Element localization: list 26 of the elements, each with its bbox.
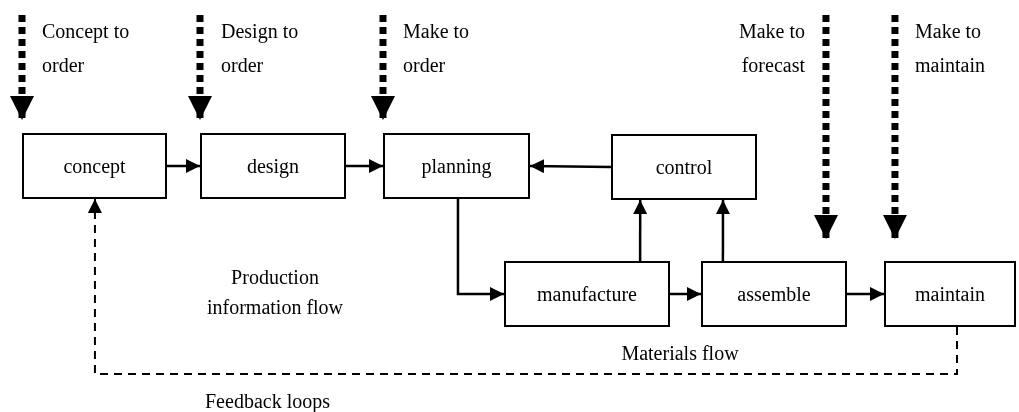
- node-label: manufacture: [537, 283, 637, 305]
- node-label: concept: [63, 155, 126, 177]
- arrow: [633, 200, 648, 261]
- edge-label: Feedback loops: [205, 389, 330, 412]
- process-box: [22, 133, 167, 199]
- note-label: Production information flow: [205, 265, 345, 320]
- arrow: [530, 159, 611, 174]
- node-label: maintain: [915, 283, 985, 305]
- node-label: assemble: [737, 283, 811, 305]
- arrow: [670, 287, 701, 301]
- process-box: [504, 261, 670, 327]
- dashed-arrow: [87, 198, 958, 375]
- note-label: Materials flow: [620, 341, 740, 366]
- arrow: [456, 199, 504, 301]
- process-box: [884, 261, 1016, 327]
- arrow: [715, 200, 730, 261]
- process-box: [200, 133, 346, 199]
- process-box: [383, 133, 530, 199]
- arrow: [167, 159, 200, 173]
- arrow: [346, 159, 383, 173]
- process-box: [701, 261, 847, 327]
- node-label: design: [246, 155, 300, 177]
- node-label: planning: [421, 155, 492, 177]
- process-box: [611, 134, 757, 200]
- node-label: control: [655, 156, 713, 178]
- arrow: [847, 287, 884, 301]
